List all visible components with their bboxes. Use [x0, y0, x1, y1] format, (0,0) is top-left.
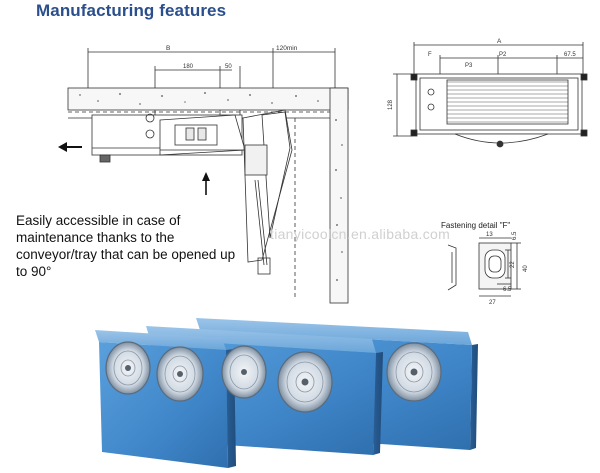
feature-description: Easily accessible in case of maintenance… [16, 212, 266, 280]
dim-128: 128 [388, 99, 394, 110]
description-line: maintenance thanks to the [16, 230, 175, 245]
dim-27: 27 [489, 300, 496, 306]
side-view-drawing [67, 48, 349, 304]
dim-13: 13 [486, 232, 493, 238]
description-line: Easily accessible in case of [16, 213, 181, 228]
dim-120min: 120min [276, 45, 298, 52]
dim-P2: P2 [499, 52, 507, 58]
dim-B: B [166, 45, 170, 52]
fan-grill-icon [277, 351, 333, 413]
front-view-drawing [393, 42, 588, 148]
dim-22: 22 [510, 261, 516, 268]
description-line: to 90° [16, 264, 52, 279]
dim-F: F [428, 52, 432, 58]
description-line: conveyor/tray that can be opened up [16, 247, 236, 262]
fastening-detail-title: Fastening detail "F" [441, 221, 510, 230]
dim-50: 50 [225, 64, 232, 70]
fan-grill-icon [105, 341, 151, 395]
dim-6-5-top: 6.5 [512, 231, 518, 240]
arrow-up-icon [202, 172, 210, 195]
dim-6-5-bottom: 6.5 [503, 287, 512, 293]
product-photo [95, 318, 478, 468]
dim-40: 40 [523, 265, 529, 272]
dim-180: 180 [183, 64, 194, 70]
page-heading: Manufacturing features [36, 1, 227, 20]
fan-grill-icon [386, 342, 442, 402]
watermark-text: tianyicoolcn.en.alibaba.com [270, 226, 451, 242]
dim-P3: P3 [465, 63, 473, 69]
fastening-detail-drawing [447, 237, 521, 297]
dim-A: A [497, 38, 502, 45]
arrow-left-icon [58, 142, 82, 152]
dim-67-5: 67.5 [564, 52, 576, 58]
fan-grill-icon [156, 346, 204, 402]
fan-grill-icon [221, 345, 267, 399]
